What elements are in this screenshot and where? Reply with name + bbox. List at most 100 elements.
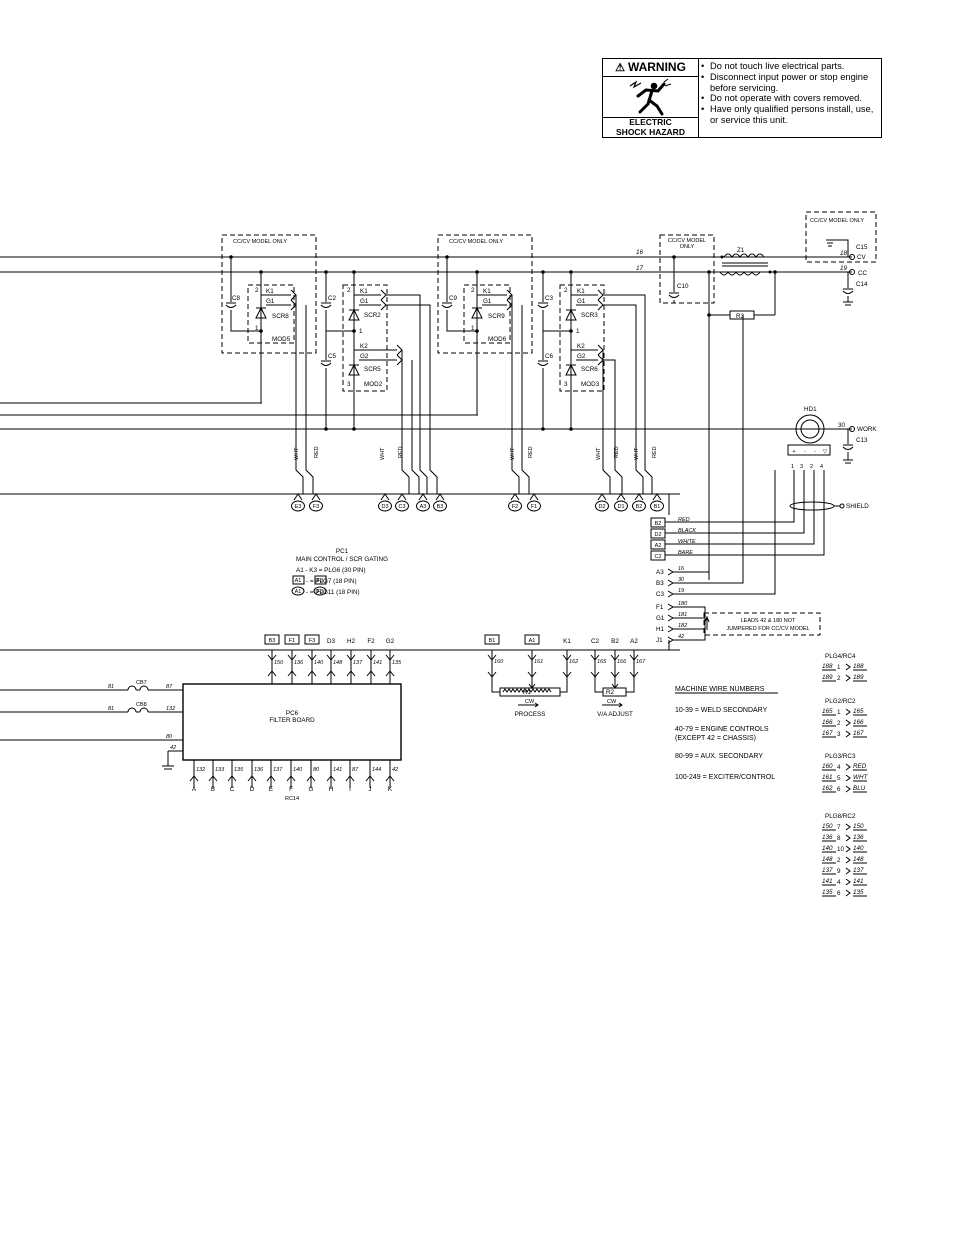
c9-capacitor [441, 257, 477, 332]
c10-label: C10 [677, 283, 689, 290]
scr3-symbol [565, 308, 577, 321]
c8-label: C8 [232, 295, 241, 302]
plug-wire: 136 [822, 834, 833, 841]
c2-label: C2 [328, 295, 337, 302]
plug-pin: 2 [837, 857, 841, 864]
hazard-line-2: SHOCK HAZARD [616, 126, 685, 137]
pot-wire-number: 167 [636, 659, 646, 665]
connector-f3: F3 [309, 493, 323, 512]
electric-shock-icon [629, 78, 672, 116]
connector-f1: F1 [527, 493, 541, 512]
pc6-top-wire: 148 [333, 660, 343, 666]
c13-capacitor [842, 429, 854, 464]
wire-color: RED [678, 517, 690, 523]
c14-label: C14 [856, 281, 868, 288]
pc6-top-label: F2 [367, 638, 375, 645]
wht-label: WHT [510, 447, 516, 460]
pot-wire-number: 165 [597, 659, 607, 665]
pot-connector-label: K1 [563, 638, 571, 645]
plug-wire: 137 [853, 867, 864, 874]
pc6-bottom-wire: 42 [392, 767, 398, 773]
connector-d1: D1 [614, 493, 628, 512]
pin-label: 1 [255, 325, 259, 332]
pc6-bottom-wire: 140 [293, 767, 303, 773]
jumper-note: LEADS 42 & 180 NOT [741, 618, 796, 624]
connector-b3: B3 [433, 493, 447, 512]
cb7-breaker [127, 685, 149, 691]
pot-connector-label: B1 [489, 638, 496, 644]
pc1-a1-circle: A1 [295, 589, 302, 595]
plug-pin: 4 [837, 879, 841, 886]
connector-label: F1 [531, 504, 537, 510]
warning-title-text: WARNING [627, 60, 686, 74]
plug-wire: 140 [853, 845, 864, 852]
jumper-note-box [703, 612, 821, 636]
pc6-bottom-wire: 135 [234, 767, 244, 773]
connector-d3: D3 [378, 493, 392, 512]
r1-label: R1 [523, 689, 532, 696]
scr8-symbol [255, 306, 267, 319]
plug-pin: 9 [837, 868, 841, 875]
cv-terminal-label: CV [857, 254, 867, 261]
c2-capacitor [320, 272, 332, 331]
wire-16-label: 16 [636, 249, 644, 256]
wire-number: 180 [678, 601, 688, 607]
warning-graphic-panel: ⚠WARNING ELECTRIC SHOCK HAZARD [603, 59, 699, 137]
mod3-gate2-leads [571, 344, 604, 366]
shield-label: SHIELD [846, 503, 869, 510]
pc1-f3-box: F3 [317, 578, 323, 584]
plug-wire: 166 [822, 719, 833, 726]
rc14-label: RC14 [285, 796, 299, 802]
g2-label: G2 [360, 353, 369, 360]
plug-wire: WHT [853, 774, 868, 781]
plug-table-title: PLG3/RC3 [825, 753, 856, 760]
r3-label: R3 [736, 313, 745, 320]
input-wire-number: 87 [166, 684, 173, 690]
pot-wire-number: 161 [534, 659, 543, 665]
hd1-pin: 1 [791, 464, 794, 470]
pc6-top-label: D3 [327, 638, 336, 645]
pc6-pin: F [289, 786, 293, 793]
g1-label: G1 [577, 298, 586, 305]
scr8-label: SCR8 [272, 313, 289, 320]
red-label: RED [614, 446, 620, 458]
pc6-top-label: G2 [386, 638, 395, 645]
plug-wire: BLU [853, 785, 866, 792]
warning-hazard-label: ELECTRIC SHOCK HAZARD [603, 117, 698, 138]
pc6-title: PC6 [286, 710, 299, 717]
pc6-top-wire: 150 [274, 660, 284, 666]
connector-label: D2 [598, 504, 605, 510]
plug-wire: 141 [822, 878, 833, 885]
connector-label: A3 [420, 504, 427, 510]
z1-coil-top [723, 253, 765, 258]
scr2-symbol [348, 308, 360, 321]
connector-label: B3 [437, 504, 444, 510]
wire-number: 30 [678, 577, 685, 583]
pc6-bottom-wire: 141 [333, 767, 342, 773]
r2-label: R2 [606, 689, 615, 696]
ccv-only-box-2 [437, 234, 533, 354]
plug-pin: 7 [837, 824, 841, 831]
wire-color: WHITE [678, 539, 696, 545]
connector-f2: F2 [508, 493, 522, 512]
wire-color: BLACK [678, 528, 696, 534]
pc6-top-wire: 135 [392, 660, 402, 666]
mod6-label: MOD6 [488, 336, 507, 343]
plug-wire: 188 [822, 663, 833, 670]
warning-item: Do not touch live electrical parts. [700, 61, 882, 72]
wht-label: WHT [294, 447, 300, 460]
cb7-label: CB7 [136, 680, 147, 686]
pc1-line: - = PLG7 (18 PIN) [306, 578, 357, 585]
input-wire-number: 132 [166, 706, 175, 712]
mod3-gate1-wires [603, 294, 653, 494]
pc6-input-wires [0, 689, 183, 770]
g2-label: G2 [577, 353, 586, 360]
pc6-top-wire: 140 [314, 660, 324, 666]
mod3-box [559, 284, 605, 392]
mod5-label: MOD5 [272, 336, 291, 343]
pin-label: 2 [471, 287, 475, 294]
